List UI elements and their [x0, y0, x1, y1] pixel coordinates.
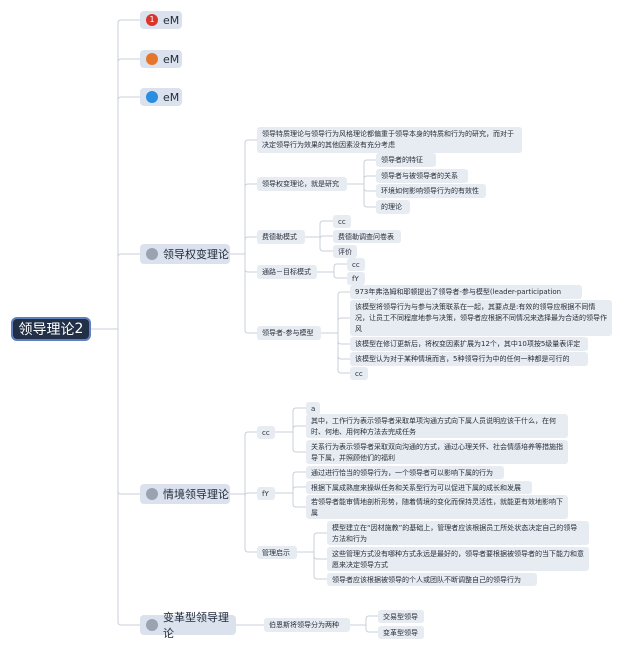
contingency-item[interactable]: 环境如何影响领导行为的有效性 [376, 184, 486, 198]
contingency-item[interactable]: 领导者的特征 [376, 153, 436, 167]
transform-sub-label[interactable]: 伯恩斯将领导分为两种 [264, 618, 350, 632]
connector-line [292, 448, 306, 453]
root-label: 领导理论 [18, 322, 75, 338]
intro-text: 领导特质理论与领导行为风格理论都偏重于领导本身的特质和行为的研究，而对于决定领导… [257, 127, 522, 153]
badge-number: 1 [149, 15, 155, 24]
connector-line [333, 274, 347, 279]
connector-line [365, 628, 378, 633]
transform-item[interactable]: 交易型领导 [378, 610, 424, 623]
fy-item[interactable]: 若领导者能审情地剖析形势，随着情境的变化而保持灵活性，就能更有效地影响下属 [306, 495, 568, 519]
insight-item[interactable]: 模型建立在“因材施教”的基础上，管理者应该根据员工所处状态决定自己的领导方法和行… [327, 521, 589, 545]
top-item-3[interactable]: eM [140, 88, 182, 106]
fy-item[interactable]: 通过进行恰当的领导行为，一个领导者可以影响下属的行为 [306, 466, 504, 479]
participation-item[interactable]: 该模型在修订更新后，将权变因素扩展为12个，其中10项按5级量表评定 [350, 337, 588, 351]
path-goal-item[interactable]: fY [347, 272, 365, 285]
top-item-2[interactable]: eM [140, 50, 182, 68]
connector-line [117, 621, 140, 626]
contingency-item[interactable]: 的理论 [376, 200, 410, 214]
connector-line [319, 220, 333, 225]
branch-contingency[interactable]: 领导权变理论 [140, 244, 230, 264]
connector-line [319, 247, 333, 252]
top-item-label: eM [163, 90, 180, 104]
connector-line [363, 203, 376, 208]
cc-item[interactable]: 关系行为表示领导者采取双向沟通的方式，通过心理关怀、社会情感培养等措施指导下属，… [306, 440, 568, 464]
connector-line [313, 555, 327, 560]
connector-line [117, 19, 140, 24]
insight-item[interactable]: 这些管理方式没有哪种方式永远是最好的，领导者要根据被领导者的当下能力和意愿来决定… [327, 547, 589, 571]
fy-label[interactable]: fY [257, 487, 275, 500]
connector-line [244, 268, 257, 273]
connector-line [363, 159, 376, 164]
fiedler-item[interactable]: cc [333, 215, 351, 228]
connector-line [244, 139, 257, 144]
connector-line [292, 407, 306, 412]
connector-line [292, 471, 306, 476]
top-item-label: eM [163, 13, 180, 27]
path-goal-label[interactable]: 通路－目标模式 [257, 265, 317, 279]
connector-line [363, 187, 376, 192]
fiedler-item[interactable]: 评价 [333, 245, 357, 258]
fy-item[interactable]: 根据下属成熟度来操纵任务和关系型行为可以促进下属的成长和发展 [306, 481, 532, 494]
connector-line [292, 486, 306, 491]
connector-line [292, 425, 306, 430]
connector-line [365, 615, 378, 620]
participation-item[interactable]: 该模型认为对于某种情境而言，5种领导行为中的任何一种都是可行的 [350, 352, 588, 366]
connector-line [117, 490, 140, 495]
contingency-item[interactable]: 领导者与被领导者的关系 [376, 169, 468, 183]
root-suffix: 2 [74, 321, 84, 337]
connector-line [363, 175, 376, 180]
connector-line [244, 492, 257, 497]
branch-label: 领导权变理论 [163, 248, 229, 261]
connector-line [337, 369, 350, 374]
connector-line [117, 96, 140, 101]
path-goal-item[interactable]: cc [347, 258, 365, 271]
red-number-icon: 1 [146, 14, 158, 26]
insight-item[interactable]: 领导者应该根据被领导的个人或团队不断调整自己的领导行为 [327, 573, 537, 586]
connector-line [337, 317, 350, 322]
gray-dot-icon [146, 248, 158, 260]
branch-label: 变革型领导理论 [163, 611, 229, 640]
connector-line [313, 532, 327, 537]
connector-line [313, 575, 327, 580]
connector-line [117, 253, 140, 258]
branch-transformational[interactable]: 变革型领导理论 [140, 611, 236, 640]
insight-label[interactable]: 管理启示 [257, 546, 297, 559]
gray-dot-icon [146, 619, 158, 631]
connector-line [337, 355, 350, 360]
top-item-label: eM [163, 52, 180, 66]
branch-label: 情境领导理论 [163, 488, 229, 501]
participation-item[interactable]: 973年弗洛姆和耶顿提出了领导者-参与模型(leader-participati… [350, 285, 582, 307]
connector-line [244, 431, 257, 436]
blue-dot-icon [146, 91, 158, 103]
connector-line [319, 235, 333, 240]
connector-line [292, 503, 306, 508]
fiedler-item[interactable]: 费德勒调查问卷表 [333, 230, 401, 243]
contingency-label[interactable]: 领导权变理论，就是研究 [257, 177, 347, 191]
cc-item[interactable]: a [306, 402, 320, 415]
branch-situational[interactable]: 情境领导理论 [140, 484, 230, 504]
connector-line [117, 58, 140, 63]
cc-label[interactable]: cc [257, 426, 275, 439]
cc-item[interactable]: 其中，工作行为表示领导者采取单项沟通方式向下属人员说明应该干什么，在何时、何地、… [306, 414, 568, 438]
transform-item[interactable]: 变革型领导 [378, 626, 424, 639]
participation-item[interactable]: 该模型将领导行为与参与决策联系在一起，其要点是:有效的领导应根据不同情况，让员工… [350, 300, 612, 336]
top-item-1[interactable]: 1 eM [140, 11, 182, 29]
connector-line [244, 329, 257, 334]
participation-item[interactable]: cc [350, 367, 368, 380]
connector-line [244, 183, 257, 188]
fiedler-label[interactable]: 费德勒模式 [257, 230, 305, 244]
connector-line [244, 236, 257, 241]
participation-label[interactable]: 领导者-参与模型 [257, 326, 321, 340]
connector-line [337, 340, 350, 345]
orange-dot-icon [146, 53, 158, 65]
connector-line [333, 263, 347, 268]
connector-line [337, 291, 350, 296]
gray-dot-icon [146, 488, 158, 500]
connector-line [244, 548, 257, 553]
